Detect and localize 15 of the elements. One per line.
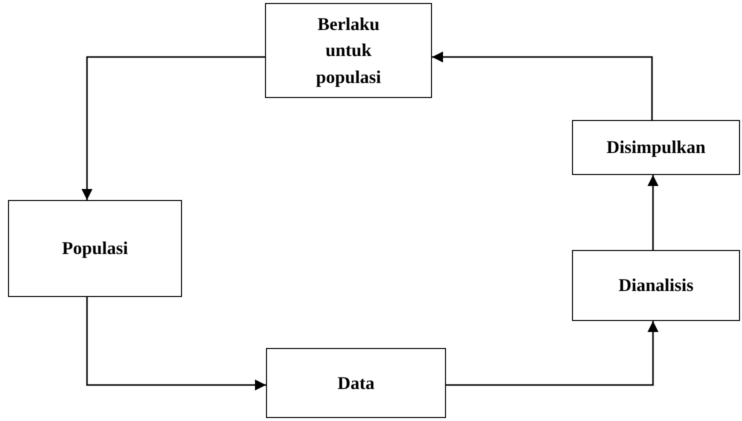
process-box bbox=[572, 120, 740, 175]
arrow bbox=[86, 297, 266, 390]
arrow bbox=[432, 52, 653, 120]
box-label: Disimpulkan bbox=[606, 137, 706, 158]
box-label: Data bbox=[338, 372, 374, 393]
box-label: Dianalisis bbox=[618, 275, 694, 296]
process-box bbox=[572, 250, 740, 321]
process-box bbox=[8, 200, 182, 297]
arrow bbox=[82, 56, 265, 200]
process-box bbox=[265, 3, 432, 98]
arrow bbox=[446, 321, 658, 386]
arrow bbox=[648, 175, 658, 250]
box-label: Berlaku untuk populasi bbox=[316, 14, 382, 87]
process-box bbox=[266, 348, 446, 418]
box-label: Populasi bbox=[62, 238, 128, 258]
